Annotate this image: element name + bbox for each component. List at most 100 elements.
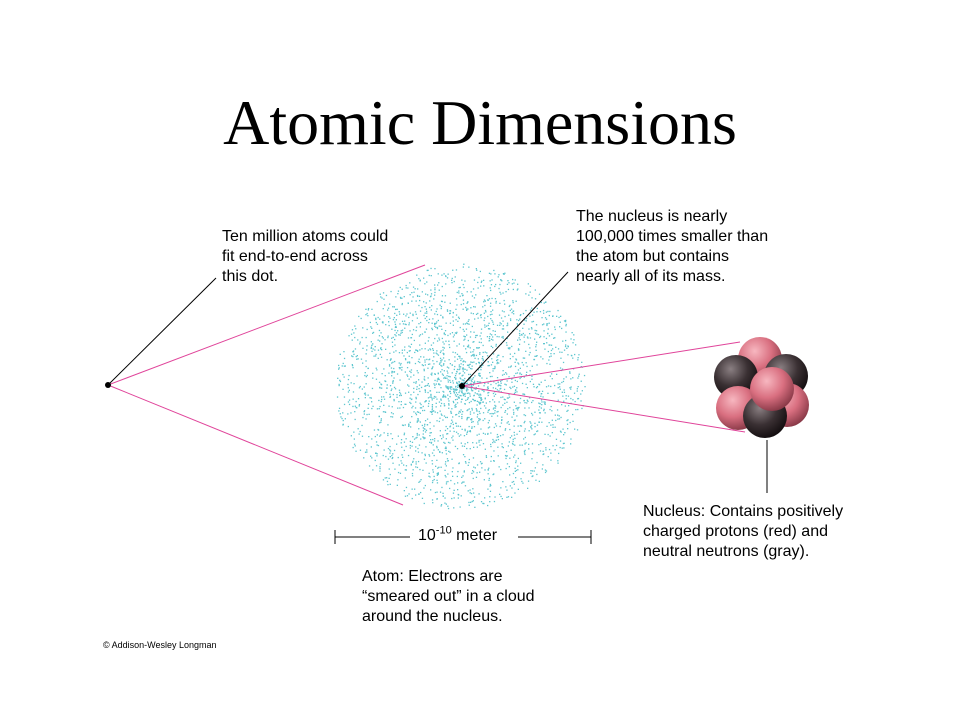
electron-dot xyxy=(462,392,464,395)
electron-dot xyxy=(508,305,510,308)
electron-dot xyxy=(500,391,502,393)
electron-dot xyxy=(480,394,482,396)
electron-dot xyxy=(367,394,369,396)
electron-dot xyxy=(418,481,420,483)
electron-dot xyxy=(392,345,394,348)
electron-dot xyxy=(467,430,469,432)
electron-dot xyxy=(531,475,533,478)
electron-dot xyxy=(459,394,461,397)
electron-dot xyxy=(462,308,464,310)
electron-dot xyxy=(513,393,516,395)
electron-dot xyxy=(491,375,493,378)
electron-dot xyxy=(354,445,356,447)
electron-dot xyxy=(342,388,344,390)
electron-dot xyxy=(436,360,438,363)
electron-dot xyxy=(453,334,455,336)
electron-dot xyxy=(513,313,515,315)
electron-dot xyxy=(418,278,420,280)
electron-dot xyxy=(415,461,417,463)
electron-dot xyxy=(480,397,482,399)
electron-dot xyxy=(435,406,437,408)
electron-dot xyxy=(419,344,421,346)
electron-dot xyxy=(550,405,552,408)
electron-dot xyxy=(479,353,481,355)
electron-dot xyxy=(554,337,556,339)
electron-dot xyxy=(376,444,378,446)
electron-dot xyxy=(550,452,552,454)
electron-dot xyxy=(358,387,361,389)
electron-dot xyxy=(543,408,545,410)
electron-dot xyxy=(505,457,507,460)
electron-dot xyxy=(475,408,477,410)
electron-dot xyxy=(438,282,440,284)
electron-dot xyxy=(434,289,436,291)
electron-dot xyxy=(453,430,455,433)
electron-dot xyxy=(561,404,563,406)
electron-dot xyxy=(523,430,526,432)
electron-dot xyxy=(483,285,485,287)
electron-dot xyxy=(556,373,558,375)
electron-dot xyxy=(551,410,553,412)
electron-dot xyxy=(536,355,538,357)
electron-dot xyxy=(479,444,481,446)
electron-dot xyxy=(413,391,415,393)
electron-dot xyxy=(361,388,363,390)
electron-dot xyxy=(430,275,432,277)
electron-dot xyxy=(498,384,500,386)
electron-dot xyxy=(536,424,539,426)
electron-dot xyxy=(576,388,578,390)
electron-dot xyxy=(447,394,449,396)
electron-dot xyxy=(553,353,555,355)
electron-dot xyxy=(343,396,346,398)
electron-dot xyxy=(458,292,460,294)
electron-dot xyxy=(435,465,437,467)
electron-dot xyxy=(501,336,503,338)
electron-dot xyxy=(485,311,487,313)
electron-dot xyxy=(398,464,400,466)
electron-dot xyxy=(489,413,491,415)
electron-dot xyxy=(541,404,543,406)
electron-dot xyxy=(435,310,437,313)
electron-dot xyxy=(518,343,521,345)
electron-dot xyxy=(470,361,472,363)
electron-dot xyxy=(478,347,480,349)
electron-dot xyxy=(407,375,409,377)
electron-dot xyxy=(380,419,382,422)
electron-dot xyxy=(513,385,516,387)
electron-dot xyxy=(398,401,400,403)
electron-dot xyxy=(494,496,496,498)
electron-dot xyxy=(411,333,413,336)
electron-dot xyxy=(492,413,494,415)
electron-dot xyxy=(339,380,342,383)
electron-dot xyxy=(409,370,411,372)
electron-dot xyxy=(444,295,447,297)
electron-dot xyxy=(433,454,435,457)
electron-dot xyxy=(480,407,482,410)
electron-dot xyxy=(466,392,468,394)
electron-dot xyxy=(547,456,549,458)
electron-dot xyxy=(426,384,429,386)
electron-dot xyxy=(522,364,525,366)
electron-dot xyxy=(494,330,496,332)
electron-dot xyxy=(367,403,370,405)
electron-dot xyxy=(531,452,534,454)
electron-dot xyxy=(461,428,463,430)
electron-dot xyxy=(427,340,429,342)
electron-dot xyxy=(561,381,563,384)
electron-dot xyxy=(530,425,532,428)
electron-dot xyxy=(570,338,572,340)
electron-dot xyxy=(517,465,519,467)
electron-dot xyxy=(469,411,472,413)
electron-dot xyxy=(493,407,495,409)
electron-dot xyxy=(458,364,460,366)
electron-dot xyxy=(431,410,433,413)
electron-dot xyxy=(541,421,543,423)
electron-dot xyxy=(494,407,497,409)
electron-dot xyxy=(445,385,447,387)
electron-dot xyxy=(528,294,530,296)
electron-dot xyxy=(459,377,461,379)
electron-dot xyxy=(384,411,387,413)
electron-dot xyxy=(490,484,492,487)
electron-dot xyxy=(440,398,442,400)
electron-dot xyxy=(365,376,367,378)
